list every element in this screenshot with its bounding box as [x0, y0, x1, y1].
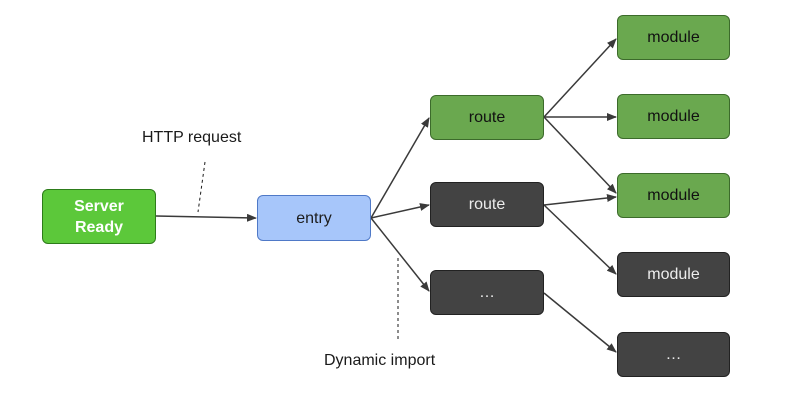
- module-node-2: module: [617, 94, 730, 139]
- http-request-callout-line: [197, 161, 206, 213]
- route-node-1: route: [430, 95, 544, 140]
- arrow-entry-route-3: [370, 217, 430, 292]
- arrow-entry-route-1: [370, 117, 430, 219]
- arrow-route1-module-3: [543, 116, 617, 194]
- http-request-label: HTTP request: [142, 129, 242, 146]
- module-node-1: module: [617, 15, 730, 60]
- arrow-route1-module-1: [543, 38, 617, 118]
- arrow-entry-route-2: [370, 203, 430, 219]
- server-ready-node: Server Ready: [42, 189, 156, 244]
- arrow-route2-module-3: [543, 194, 617, 206]
- arrow-route3-module-5: [543, 292, 617, 353]
- route-node-2: route: [430, 182, 544, 227]
- dynamic-import-label: Dynamic import: [324, 352, 436, 369]
- route-node-3: …: [430, 270, 544, 315]
- arrow-route2-module-4: [543, 204, 617, 275]
- arrow-server-entry: [155, 213, 257, 222]
- module-node-4: module: [617, 252, 730, 297]
- entry-node: entry: [257, 195, 371, 241]
- module-node-5: …: [617, 332, 730, 377]
- module-node-3: module: [617, 173, 730, 218]
